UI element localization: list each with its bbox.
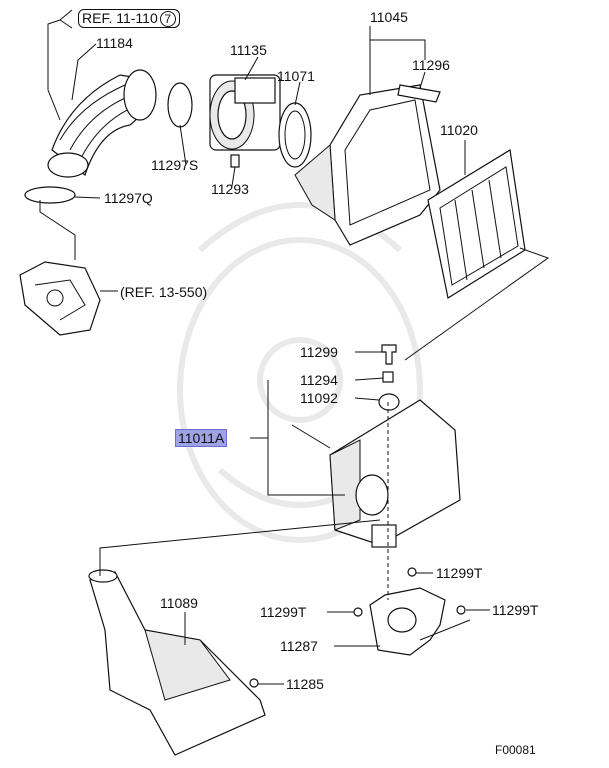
screw-11293 bbox=[230, 154, 240, 168]
part-label-11020: 11020 bbox=[440, 122, 478, 138]
bolt-11299T-b bbox=[353, 607, 363, 617]
grommet-11092 bbox=[378, 393, 400, 411]
clamp-11297Q bbox=[24, 186, 76, 204]
bracket-11287 bbox=[369, 587, 446, 656]
part-label-11297Q: 11297Q bbox=[104, 190, 153, 206]
part-label-11296: 11296 bbox=[412, 57, 450, 73]
part-label-11293: 11293 bbox=[211, 181, 249, 197]
ref-11-110-text: REF. 11-110 bbox=[82, 10, 158, 26]
part-label-11135: 11135 bbox=[230, 42, 267, 58]
collar-11294 bbox=[382, 371, 394, 383]
air-cleaner-cover-11045 bbox=[294, 84, 441, 246]
part-label-11285: 11285 bbox=[286, 676, 324, 692]
part-label-11287: 11287 bbox=[280, 638, 318, 654]
air-filter-11020 bbox=[427, 149, 526, 299]
gasket-11071 bbox=[278, 102, 312, 168]
clip-11296 bbox=[397, 84, 441, 103]
bolt-11299 bbox=[381, 344, 397, 365]
ref-13-550-label: (REF. 13-550) bbox=[120, 284, 208, 300]
part-label-11184: 11184 bbox=[96, 35, 133, 51]
part-label-11089: 11089 bbox=[160, 595, 198, 611]
part-label-11299T-top: 11299T bbox=[436, 565, 483, 581]
part-label-11297S: 11297S bbox=[151, 157, 199, 173]
part-label-11045: 11045 bbox=[370, 9, 408, 25]
bolt-11299T-a bbox=[407, 567, 417, 577]
throttle-body-ref bbox=[19, 261, 101, 336]
ref-circle-number: 7 bbox=[159, 11, 176, 27]
bolt-11299T-c bbox=[456, 605, 466, 615]
figure-code: F00081 bbox=[495, 743, 536, 757]
part-label-11294: 11294 bbox=[300, 372, 338, 388]
part-label-11299: 11299 bbox=[300, 344, 338, 360]
intake-hose-11184 bbox=[47, 69, 157, 178]
part-label-11092: 11092 bbox=[300, 390, 338, 406]
part-label-11299T-left: 11299T bbox=[260, 604, 307, 620]
clip-11285 bbox=[249, 678, 259, 688]
clamp-11297S bbox=[167, 82, 193, 128]
part-label-11011A-highlighted[interactable]: 11011A bbox=[175, 429, 228, 447]
leader-lines bbox=[39, 19, 550, 685]
part-label-11071: 11071 bbox=[277, 68, 315, 84]
airflow-sensor-11135 bbox=[209, 74, 281, 151]
air-cleaner-case-11011A bbox=[329, 399, 461, 548]
air-duct-11089 bbox=[88, 569, 266, 756]
part-label-11299T-right: 11299T bbox=[492, 602, 539, 618]
ref-arrow bbox=[59, 9, 73, 29]
